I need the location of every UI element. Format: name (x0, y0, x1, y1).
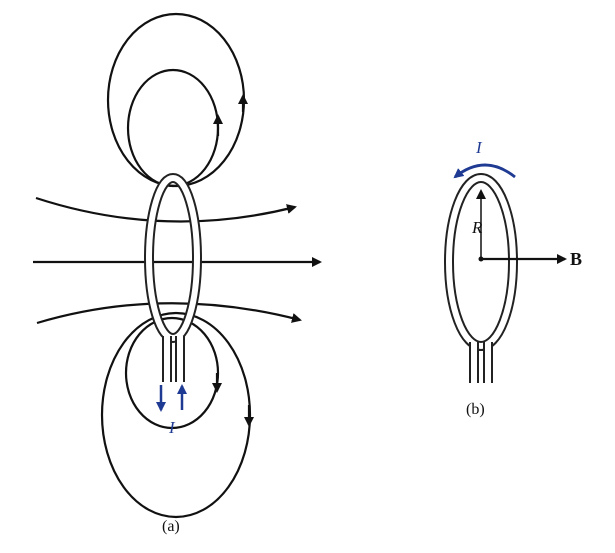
radius-label: R (471, 218, 483, 237)
panel-a: I (a) (33, 12, 322, 535)
current-label-b: I (475, 138, 483, 157)
field-label-b: B (570, 249, 582, 269)
current-loop-a (144, 173, 202, 382)
panel-b-caption: (b) (466, 401, 485, 418)
field-line-upper (35, 196, 297, 223)
current-arc-arrow (453, 163, 516, 179)
field-line-lower (36, 302, 302, 325)
current-loop-b (444, 173, 518, 383)
current-label-a: I (168, 418, 176, 437)
upper-inner-field-loop (126, 68, 220, 188)
upper-outer-field-loop (106, 12, 246, 188)
panel-a-caption: (a) (162, 518, 180, 535)
panel-b: I R B (b) (444, 138, 582, 418)
